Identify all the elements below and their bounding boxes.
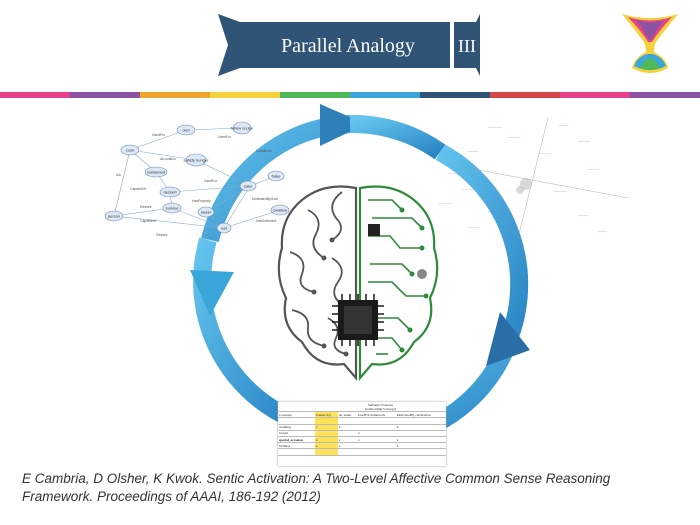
table-row: [278, 417, 446, 425]
svg-text:AtLocation: AtLocation: [160, 157, 176, 161]
graph-node: own: [182, 128, 189, 133]
graph-node: cook: [126, 148, 134, 153]
svg-text:UsedFor: UsedFor: [152, 133, 166, 137]
semantic-network-illustration: own follow recipe cook satisfy hunger re…: [104, 121, 290, 237]
svg-text:CookBook: CookBook: [256, 149, 272, 153]
svg-text:~~~~~~: ~~~~~~: [558, 123, 569, 127]
svg-text:~~~~~~: ~~~~~~: [468, 149, 479, 153]
svg-text:IsA: IsA: [116, 173, 122, 177]
svg-text:~~~~~: ~~~~~: [598, 229, 607, 233]
svg-text:Desires: Desires: [156, 233, 168, 237]
svg-text:HasProperty: HasProperty: [192, 199, 211, 203]
graph-node: eat: [221, 226, 227, 231]
graph-node: swallow: [273, 208, 287, 213]
graph-node: cake: [244, 184, 253, 189]
svg-text:~~~~~~: ~~~~~~: [488, 209, 499, 213]
semantic-features-table: Semantic Features(relationship+concept) …: [278, 402, 446, 466]
table-title: Semantic Features(relationship+concept): [314, 402, 446, 413]
svg-text:~~~~~~~~: ~~~~~~~~: [488, 125, 502, 129]
svg-text:Desires: Desires: [140, 205, 152, 209]
color-stripe: [0, 92, 700, 98]
svg-text:UsedFor: UsedFor: [204, 179, 218, 183]
svg-text:~~~~~~~: ~~~~~~~: [578, 139, 591, 143]
svg-text:~~~~~~~: ~~~~~~~: [508, 135, 521, 139]
svg-text:~~~~~~~: ~~~~~~~: [448, 171, 461, 175]
graph-node: sweet: [201, 210, 212, 215]
svg-text:~~~~~~~: ~~~~~~~: [468, 225, 481, 229]
svg-text:~~~~~~~: ~~~~~~~: [554, 189, 567, 193]
svg-text:~~~~~~~~: ~~~~~~~~: [438, 201, 452, 205]
graph-node: satisfy hunger: [184, 158, 210, 163]
brain-circuit-illustration: [277, 185, 439, 381]
graph-node: survive: [166, 206, 179, 211]
graph-node: follow recipe: [231, 126, 254, 131]
svg-text:~~~~~~~: ~~~~~~~: [462, 187, 475, 191]
header-banner: [218, 14, 480, 76]
logo-icon: [622, 14, 678, 73]
svg-text:~~~~~~~~: ~~~~~~~~: [538, 151, 552, 155]
slide-section-tag: III: [458, 36, 476, 56]
graph-node: dessert: [163, 190, 177, 195]
svg-text:~~~~~~: ~~~~~~: [578, 213, 589, 217]
svg-text:CapableOf: CapableOf: [140, 219, 156, 223]
svg-text:~~~~~~: ~~~~~~: [588, 167, 599, 171]
svg-text:HasSubevent: HasSubevent: [256, 219, 276, 223]
slide-title: Parallel Analogy: [281, 35, 415, 57]
svg-text:UsedFor: UsedFor: [218, 135, 232, 139]
table-row: [278, 448, 446, 456]
graph-node: person: [108, 214, 120, 219]
citation-text: E Cambria, D Olsher, K Kwok. Sentic Acti…: [22, 471, 611, 504]
graph-node: restaurant: [147, 170, 166, 175]
concept-space-scatter-illustration: ~~~~~~~~ ~~~~~~ ~~~~~~~ ~~~~~~~ ~~~~~~ ~…: [438, 117, 629, 239]
svg-text:CapableOf: CapableOf: [130, 187, 146, 191]
graph-node: bake: [272, 174, 281, 179]
svg-text:MotivatedByGoal: MotivatedByGoal: [252, 197, 278, 201]
